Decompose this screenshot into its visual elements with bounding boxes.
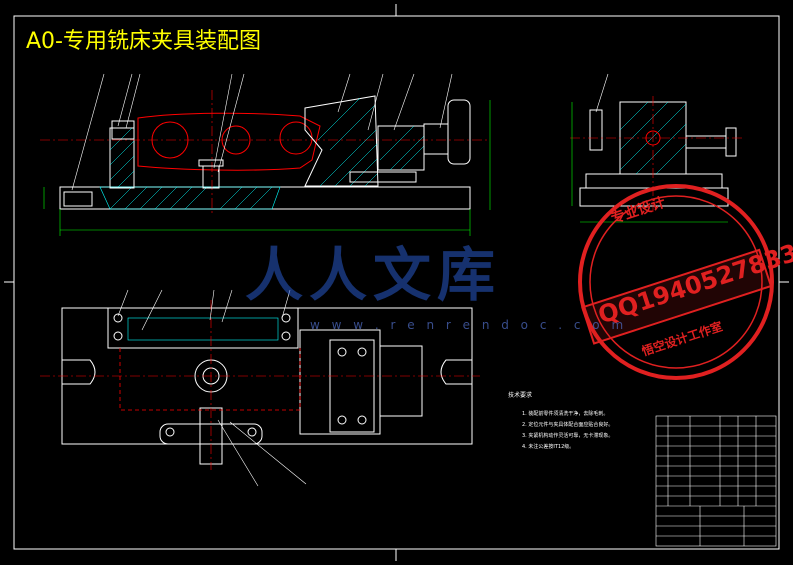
- technical-note-4: 4. 未注公差按IT12级。: [522, 444, 575, 450]
- watermark-text: 人人文库: [245, 241, 502, 309]
- technical-note-2: 2. 定位元件与夹具体配合面应贴合良好。: [522, 422, 614, 428]
- technical-notes-title: 技术要求: [508, 392, 533, 399]
- left-support: [109, 127, 135, 189]
- base-plate: [59, 186, 471, 210]
- technical-note-3: 3. 夹紧机构动作灵活可靠，无卡滞现象。: [522, 433, 614, 439]
- top-view: [40, 289, 480, 487]
- stamp-number-box: [581, 248, 773, 345]
- handwheel: [447, 99, 471, 165]
- workpiece-outline: [137, 112, 321, 171]
- center-marks: [4, 4, 789, 561]
- watermark-url: w w w . r e n r e n d o c . c o m: [310, 318, 628, 332]
- v-block: [304, 95, 379, 187]
- title-block: [655, 415, 777, 547]
- technical-note-1: 1. 装配前零件须清洗干净，去除毛刺。: [522, 411, 609, 417]
- front-view: [40, 73, 491, 236]
- top-v-block: [299, 329, 381, 435]
- red-stamp: [578, 184, 774, 380]
- sliding-jaw: [377, 125, 425, 171]
- drawing-title: A0-专用铣床夹具装配图: [26, 29, 261, 54]
- side-view: [570, 73, 745, 223]
